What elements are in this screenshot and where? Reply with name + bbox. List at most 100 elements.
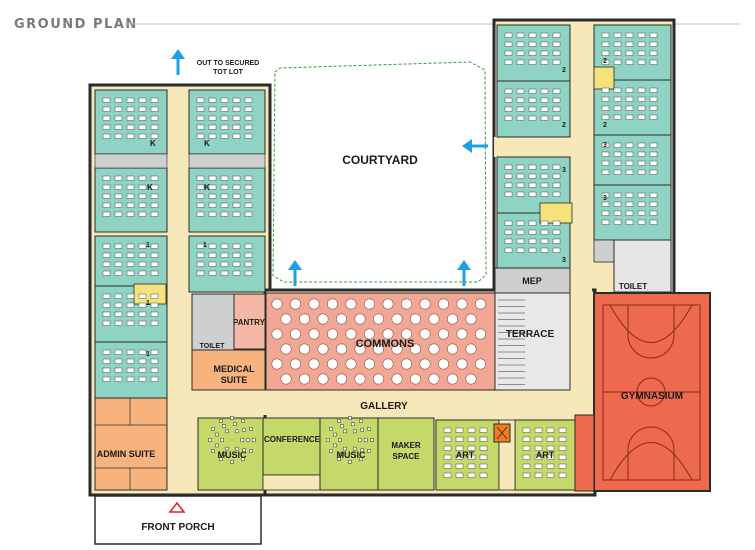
g2-tag-e2: 2	[603, 122, 607, 129]
student-desk	[613, 160, 622, 166]
student-desk	[613, 142, 622, 148]
student-desk	[220, 133, 229, 139]
commons-table	[298, 343, 310, 355]
conference-room	[262, 417, 321, 476]
music-stand	[235, 446, 239, 451]
student-desk	[613, 201, 622, 207]
student-desk	[504, 106, 513, 112]
student-desk	[114, 367, 123, 373]
k-tag-nw: K	[150, 139, 156, 148]
student-desk	[540, 247, 549, 253]
music-stand	[359, 419, 363, 423]
student-desk	[126, 270, 135, 276]
student-desk	[196, 97, 205, 103]
student-desk	[552, 88, 561, 94]
student-desk	[528, 220, 537, 226]
music-stand	[370, 438, 374, 442]
student-desk	[534, 427, 543, 433]
student-desk	[625, 87, 634, 93]
student-desk	[601, 59, 610, 65]
music-stand	[358, 438, 362, 442]
terrace-area	[494, 292, 571, 391]
student-desk	[522, 445, 531, 451]
student-desk	[534, 436, 543, 442]
student-desk	[196, 202, 205, 208]
student-desk	[102, 133, 111, 139]
k-tag-se: K	[204, 183, 210, 192]
student-desk	[534, 454, 543, 460]
student-desk	[504, 164, 513, 170]
student-desk	[601, 192, 610, 198]
student-desk	[232, 243, 241, 249]
student-desk	[232, 211, 241, 217]
student-desk	[625, 105, 634, 111]
student-desk	[126, 193, 135, 199]
exit-arrow-courtyard-left-icon	[288, 260, 302, 286]
commons-table	[345, 328, 357, 340]
student-desk	[528, 50, 537, 56]
student-desk	[552, 41, 561, 47]
commons-table	[289, 298, 301, 310]
medical-suite-room	[191, 349, 266, 391]
student-desk	[516, 173, 525, 179]
music-stand	[242, 448, 247, 453]
commons-table	[308, 298, 320, 310]
student-desk	[150, 175, 159, 181]
student-desk	[150, 376, 159, 382]
student-desk	[244, 252, 253, 258]
commons-table	[372, 373, 384, 385]
student-desk	[196, 124, 205, 130]
student-desk	[114, 124, 123, 130]
student-desk	[516, 182, 525, 188]
student-desk	[232, 106, 241, 112]
toilet-left-label: TOILET	[200, 343, 225, 350]
student-desk	[601, 87, 610, 93]
student-desk	[637, 142, 646, 148]
student-desk	[613, 219, 622, 225]
commons-table	[400, 298, 412, 310]
student-desk	[552, 106, 561, 112]
music-stand	[348, 460, 352, 464]
student-desk	[102, 302, 111, 308]
student-desk	[504, 115, 513, 121]
student-desk	[552, 182, 561, 188]
student-desk	[540, 182, 549, 188]
student-desk	[102, 97, 111, 103]
commons-table	[437, 358, 449, 370]
student-desk	[558, 463, 567, 469]
shared-learning-east-2	[539, 202, 573, 224]
student-desk	[138, 261, 147, 267]
commons-table	[298, 373, 310, 385]
student-desk	[114, 97, 123, 103]
student-desk	[504, 59, 513, 65]
commons-table	[428, 373, 440, 385]
student-desk	[208, 270, 217, 276]
student-desk	[528, 229, 537, 235]
commons-table	[419, 328, 431, 340]
student-desk	[126, 243, 135, 249]
student-desk	[649, 169, 658, 175]
student-desk	[455, 463, 464, 469]
student-desk	[540, 229, 549, 235]
courtyard-label: COURTYARD	[342, 153, 418, 167]
student-desk	[637, 169, 646, 175]
commons-table	[298, 313, 310, 325]
gallery-label: GALLERY	[360, 401, 408, 412]
g3-tag-w2: 3	[562, 257, 566, 264]
student-desk	[601, 105, 610, 111]
student-desk	[601, 151, 610, 157]
music-stand	[329, 427, 333, 431]
student-desk	[637, 210, 646, 216]
student-desk	[552, 220, 561, 226]
student-desk	[114, 211, 123, 217]
commons-table	[363, 328, 375, 340]
student-desk	[126, 376, 135, 382]
music-stand	[230, 416, 234, 420]
student-desk	[558, 454, 567, 460]
g2-tag-w2: 2	[562, 122, 566, 129]
student-desk	[138, 115, 147, 121]
student-desk	[546, 472, 555, 478]
student-desk	[196, 211, 205, 217]
student-desk	[613, 192, 622, 198]
